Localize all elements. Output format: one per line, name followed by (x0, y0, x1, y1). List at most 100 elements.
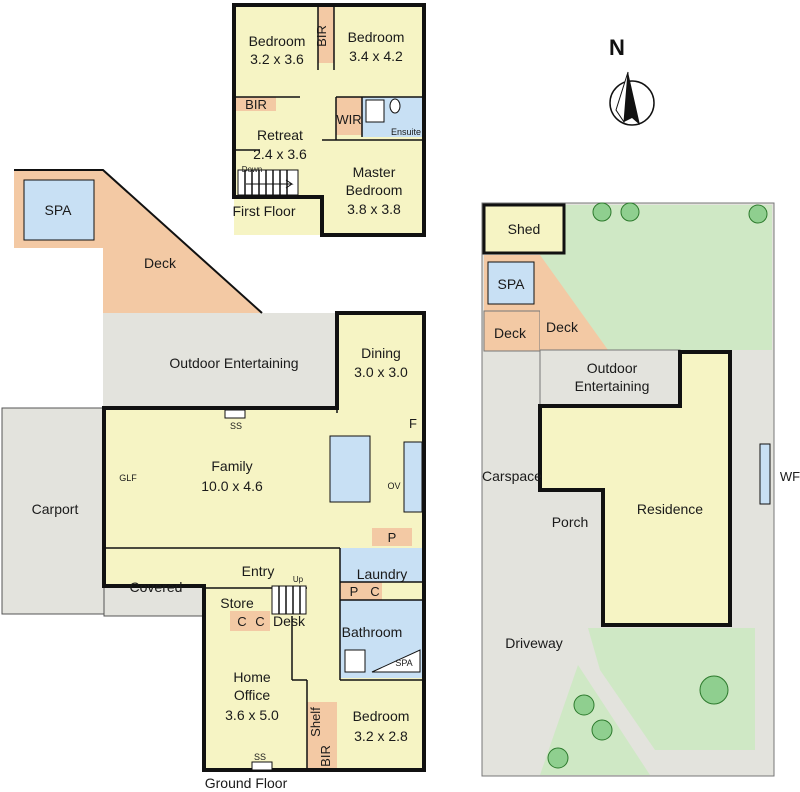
ff-retreat-size: 2.4 x 3.6 (253, 146, 307, 162)
ff-bir-top: BIR (314, 25, 329, 47)
ff-master-size: 3.8 x 3.8 (347, 201, 401, 217)
gf-cupboard2: C (255, 614, 264, 629)
gf-carport-area (1, 407, 105, 615)
ff-bedroom2-size: 3.4 x 4.2 (349, 48, 403, 64)
gf-glf: GLF (119, 473, 137, 483)
gf-bath-spa: SPA (395, 658, 412, 668)
gf-spa-fill (23, 179, 95, 241)
site-outdoor-area (539, 349, 681, 407)
site-deck1 (483, 310, 541, 352)
ff-ensuite: Ensuite (391, 127, 421, 137)
ensuite-toilet (389, 98, 401, 114)
compass-needle (624, 72, 640, 125)
gf-dining-name: Dining (361, 345, 401, 361)
site-spa-label: SPA (498, 276, 526, 292)
ground-floor-plan: SPA Deck Outdoor Entertaining Dining 3.0… (1, 169, 426, 791)
site-outdoor1-label: Outdoor (587, 360, 638, 376)
site-deck1-label: Deck (494, 325, 527, 341)
site-shed (482, 203, 566, 255)
gf-bathroom: Bathroom (342, 624, 403, 640)
compass-ring (609, 80, 655, 126)
site-plan: Shed SPA Deck Deck Outdoor Entertaining … (481, 202, 800, 777)
gf-bir: BIR (318, 745, 333, 767)
gf-family-name: Family (211, 458, 252, 474)
gf-office-name1: Home (233, 669, 271, 685)
gf-outdoor-area (103, 313, 337, 408)
site-outdoor2-label: Entertaining (575, 378, 650, 394)
gf-carport: Carport (32, 501, 79, 517)
site-residence-label: Residence (637, 501, 703, 517)
gf-ss-family: SS (230, 421, 242, 431)
ff-retreat-name: Retreat (257, 127, 303, 143)
site-lawn-corner (540, 665, 650, 775)
site-wf-label: WF (780, 469, 800, 484)
site-driveway-label: Driveway (505, 635, 563, 651)
ff-bir-left: BIR (245, 97, 267, 112)
site-residence (538, 350, 732, 627)
site-wf-unit (759, 443, 771, 505)
first-floor-inner-walls (234, 5, 424, 151)
gf-ss-heater-office (251, 761, 273, 771)
gf-deck-edge (14, 169, 263, 314)
gf-stairs-up: Up (293, 575, 304, 584)
first-floor-title: First Floor (233, 203, 296, 219)
gf-outdoor-entertaining: Outdoor Entertaining (169, 355, 298, 371)
site-carspace-label: Carspace (482, 468, 542, 484)
gf-outer-wall (102, 311, 426, 772)
gf-laundry: Laundry (357, 566, 408, 582)
ff-bedroom1-size: 3.2 x 3.6 (250, 51, 304, 67)
ff-wir: WIR (336, 112, 361, 127)
gf-bedroom-name: Bedroom (353, 708, 410, 724)
gf-store: Store (220, 595, 254, 611)
ff-bedroom2-name: Bedroom (348, 29, 405, 45)
site-shed-label: Shed (508, 221, 541, 237)
site-lawn-rear (540, 205, 772, 355)
gf-office-name2: Office (234, 687, 271, 703)
compass-needle-light (615, 71, 629, 124)
site-lawn-front (588, 628, 755, 750)
first-floor-plan: Bedroom 3.2 x 3.6 Bedroom 3.4 x 4.2 BIR … (232, 3, 426, 237)
gf-shelf: Shelf (308, 707, 323, 737)
gf-laundry-cupboards (340, 582, 382, 600)
ff-bedroom1-name: Bedroom (249, 33, 306, 49)
ground-floor-title: Ground Floor (205, 775, 288, 791)
gf-deck: Deck (144, 255, 177, 271)
gf-laundry-c: C (370, 584, 379, 599)
gf-bath-spa-tub (371, 649, 421, 673)
gf-shelf-bir-fill (307, 702, 337, 768)
gf-dining-size: 3.0 x 3.0 (354, 364, 408, 380)
ff-master-name1: Master (353, 164, 396, 180)
first-floor-stairs (237, 169, 299, 196)
site-spa (487, 261, 535, 305)
ensuite-shower (365, 99, 385, 123)
gf-oven: OV (387, 481, 400, 491)
gf-pantry: P (388, 530, 397, 545)
gf-kitchen-island (329, 435, 371, 503)
bir-left-fill (236, 97, 276, 111)
gf-entry: Entry (242, 563, 275, 579)
gf-laundry-fill (340, 548, 422, 582)
gf-fridge: F (409, 416, 417, 431)
ff-master-name2: Bedroom (346, 182, 403, 198)
gf-spa: SPA (45, 202, 73, 218)
site-deck2 (540, 255, 608, 350)
bir-top-fill (318, 5, 334, 63)
wir-fill (336, 97, 362, 135)
gf-cupboard1: C (237, 614, 246, 629)
gf-office-size: 3.6 x 5.0 (225, 707, 279, 723)
ff-stairs-down: Down (242, 165, 262, 174)
first-floor-outer-wall (232, 3, 426, 237)
gf-stairs (271, 585, 307, 615)
gf-inner-walls (104, 408, 424, 770)
gf-pantry-fill (372, 528, 412, 546)
gf-kitchen-bench (403, 441, 423, 513)
compass-north-label: N (609, 35, 625, 60)
site-porch-label: Porch (552, 514, 589, 530)
gf-laundry-p: P (350, 584, 359, 599)
gf-ss-heater-family (224, 409, 246, 419)
gf-bath-shower (344, 649, 366, 673)
gf-family-size: 10.0 x 4.6 (201, 478, 263, 494)
site-deck2-label: Deck (546, 319, 579, 335)
gf-store-cupboards (230, 611, 270, 631)
